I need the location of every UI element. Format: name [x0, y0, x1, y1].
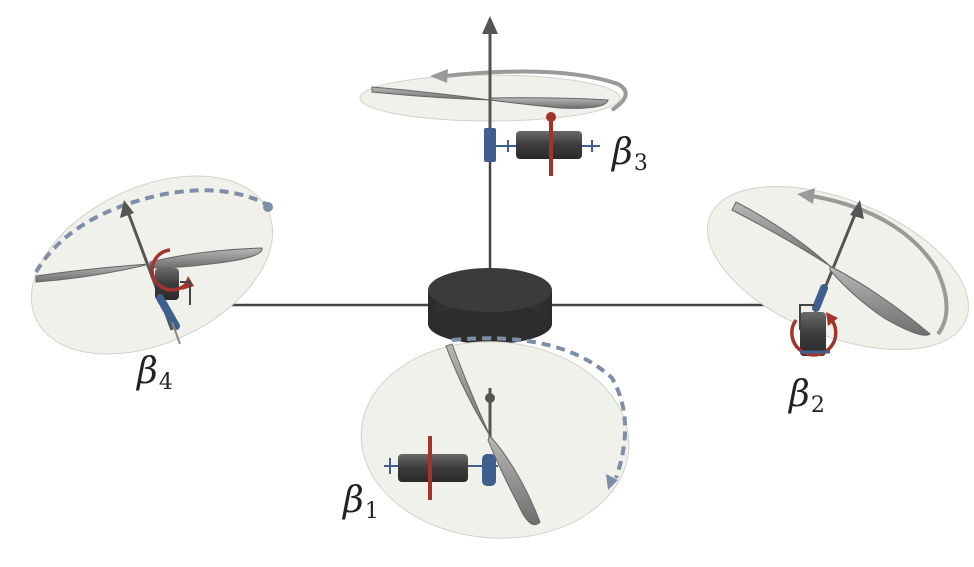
- rotor-2-arrowhead: [797, 188, 815, 204]
- rotor-2-motor: [800, 312, 826, 356]
- rotor-3-axis-arrowhead: [482, 16, 498, 34]
- rotor-3-blade-b: [489, 97, 609, 109]
- rotor-2: [707, 185, 969, 357]
- rotor-2-servo: [812, 284, 828, 312]
- rotor-4-motor: [155, 268, 179, 300]
- rotor-3-servo-mount: [484, 128, 496, 162]
- rotor-1-servo-mount: [482, 454, 496, 486]
- label-beta-2: β2: [789, 374, 825, 418]
- rotor-3-rotation-arrow: [444, 69, 628, 112]
- rotor-2-blade-b: [829, 265, 931, 336]
- rotor-4-blade-b: [149, 247, 263, 269]
- rotor-1-disk: [360, 341, 630, 539]
- label-beta-3: β3: [612, 132, 648, 176]
- rotor-1-blade-b: [487, 435, 541, 526]
- label-beta-4: β4: [137, 351, 173, 395]
- rotor-4-dashed-arc: [34, 188, 269, 274]
- rotor-1-servo-body: [398, 454, 468, 482]
- rotor-4-axis-arrowhead: [120, 200, 134, 218]
- central-body: [428, 268, 552, 344]
- rotor-2-tilt-ring: [790, 316, 838, 357]
- rotor-4: [30, 175, 274, 355]
- rotor-3-arrowhead: [430, 69, 448, 83]
- label-beta-1: β1: [343, 480, 379, 524]
- central-body-top: [428, 268, 552, 312]
- central-body-bottom: [428, 304, 552, 344]
- rotor-2-axis-arrowhead: [850, 200, 864, 219]
- rotor-2-rotation-arrow: [811, 194, 949, 336]
- rotor-4-arc-end: [263, 202, 273, 212]
- rotor-1: [360, 336, 630, 539]
- rotor-4-servo: [156, 294, 180, 330]
- rotor-1-dashed-arc: [451, 336, 628, 479]
- rotor-3: [359, 16, 628, 176]
- rotor-4-tilt-ring: [150, 248, 190, 292]
- rotor-1-arc-arrowhead: [606, 474, 618, 490]
